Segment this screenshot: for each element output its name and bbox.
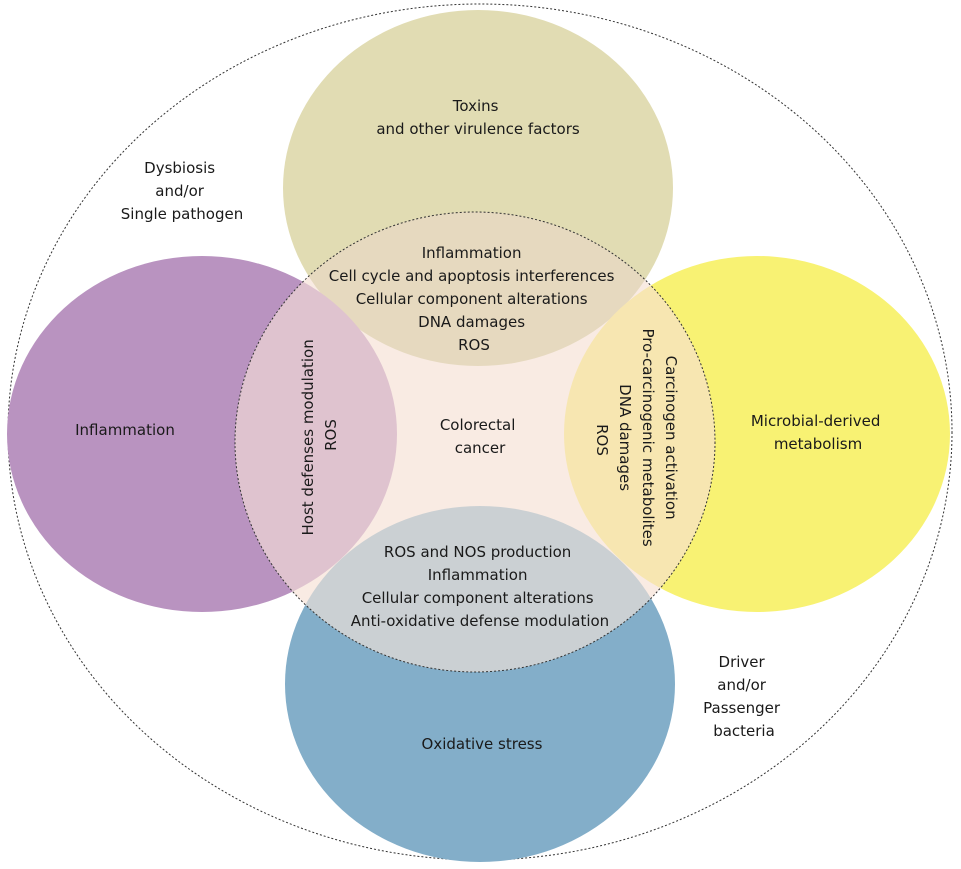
colorectal-cancer-label: Colorectal cancer (440, 416, 520, 457)
bottom-overlap-label: ROS and NOS production Inflammation Cell… (351, 543, 609, 630)
oxidative-stress-label: Oxidative stress (422, 735, 543, 753)
toxins-overlap-lens (283, 212, 673, 366)
inflammation-overlap-lens (235, 256, 397, 612)
central-disc-outline (234, 211, 716, 673)
metabolism-label: Microbial-derived metabolism (751, 412, 885, 453)
top-overlap-label: Inflammation Cell cycle and apoptosis in… (329, 244, 619, 354)
outer-left-label: Dysbiosis and/or Single pathogen (121, 159, 243, 223)
outer-boundary (7, 3, 953, 861)
left-overlap-label: Host defenses modulation ROS (299, 334, 340, 535)
toxins-label: Toxins and other virulence factors (376, 97, 580, 138)
metabolism-overlap-lens (564, 256, 715, 612)
outer-right-label: Driver and/or Passenger bacteria (703, 653, 785, 740)
right-overlap-label: Carcinogen activation Pro-carcinogenic m… (593, 329, 680, 552)
oxidative-overlap-lens (285, 506, 675, 672)
inflammation-label: Inflammation (75, 421, 175, 439)
